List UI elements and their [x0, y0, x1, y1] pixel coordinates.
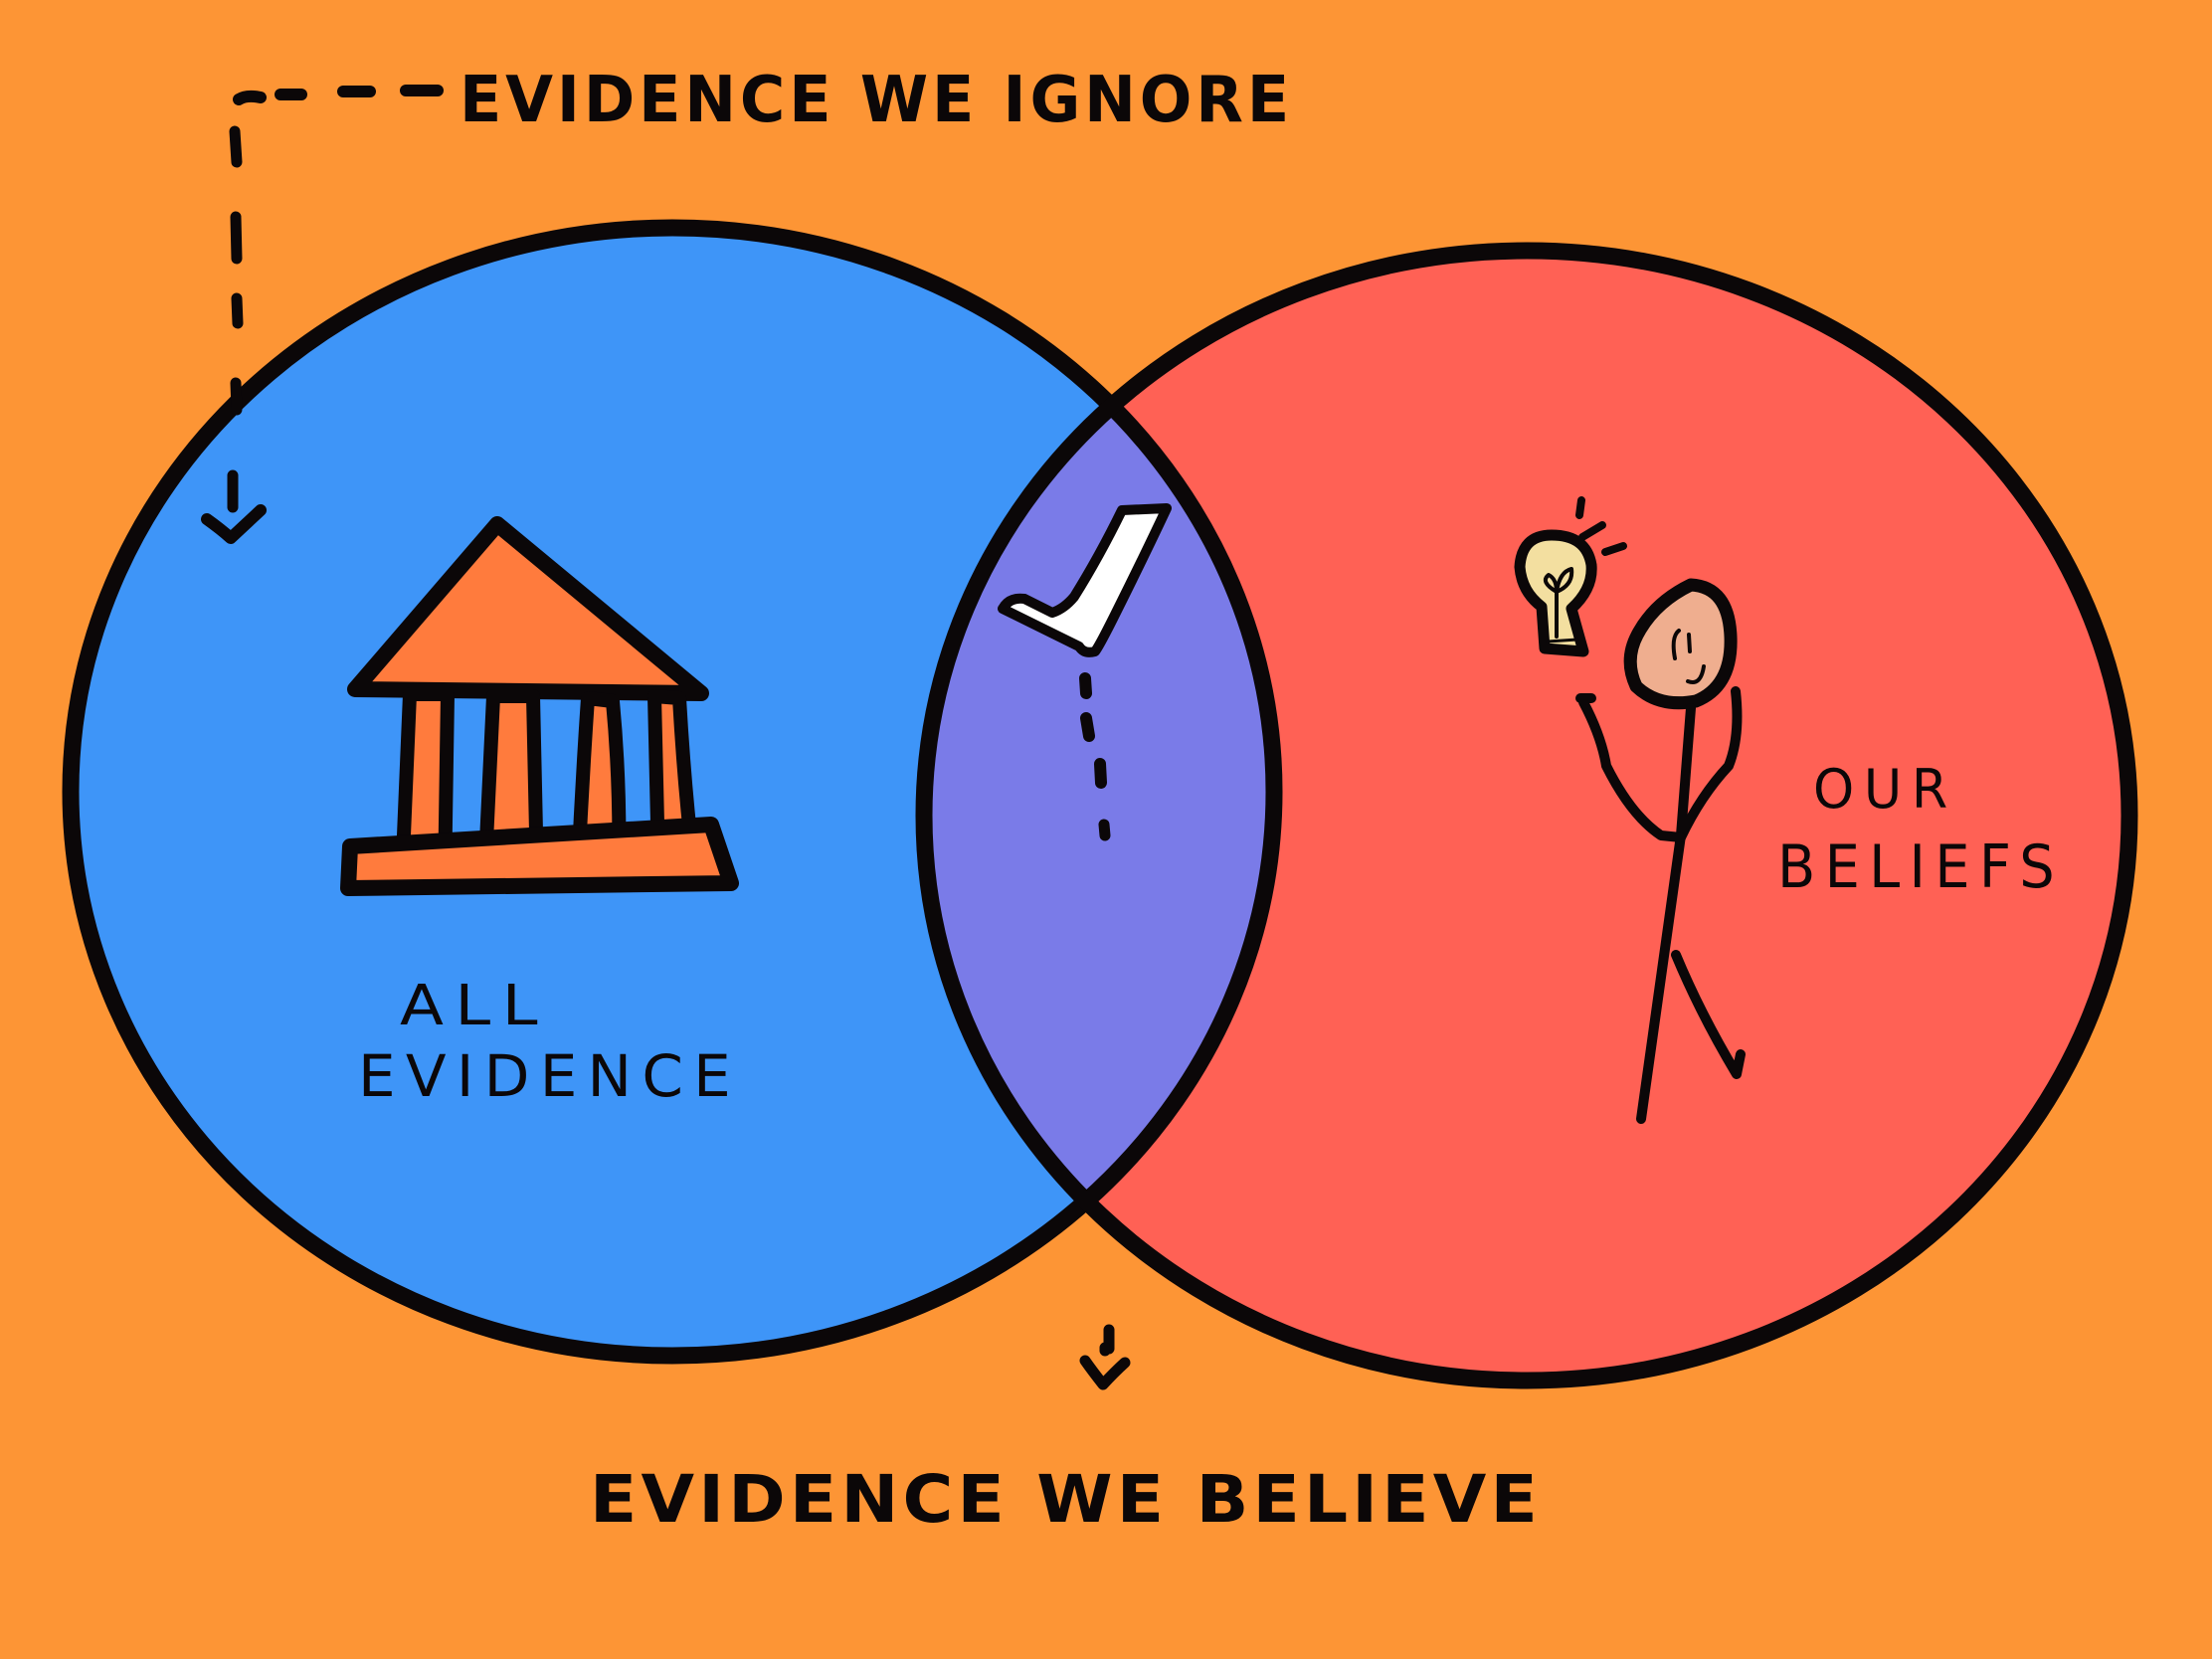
leg [1671, 950, 1746, 1079]
raised-arm [1575, 693, 1686, 842]
arrowhead-icon [201, 504, 267, 544]
stick-figure-with-lightbulb-icon [1514, 496, 1746, 1124]
temple-icon [340, 516, 739, 896]
our-beliefs-outline [915, 242, 2138, 1389]
evidence-we-ignore-label: EVIDENCE WE IGNORE [460, 64, 1293, 137]
ignore-arrow [201, 85, 444, 544]
evidence-label: EVIDENCE [358, 1042, 741, 1110]
believe-arrow [1079, 672, 1131, 1390]
beliefs-label: BELIEFS [1777, 832, 2064, 902]
checkmark-icon [998, 503, 1172, 657]
arrowhead-icon [1079, 1355, 1131, 1390]
our-beliefs-circle [920, 247, 2133, 1384]
shine-line [1575, 496, 1585, 519]
all-evidence-outline [62, 219, 1283, 1365]
back-arm [1676, 686, 1743, 842]
shine-line [1601, 542, 1627, 556]
face-icon [1623, 578, 1738, 710]
all-label: ALL [400, 974, 549, 1038]
our-label: OUR [1813, 758, 1957, 821]
shine-line [1578, 521, 1606, 541]
evidence-we-believe-label: EVIDENCE WE BELIEVE [590, 1461, 1542, 1538]
